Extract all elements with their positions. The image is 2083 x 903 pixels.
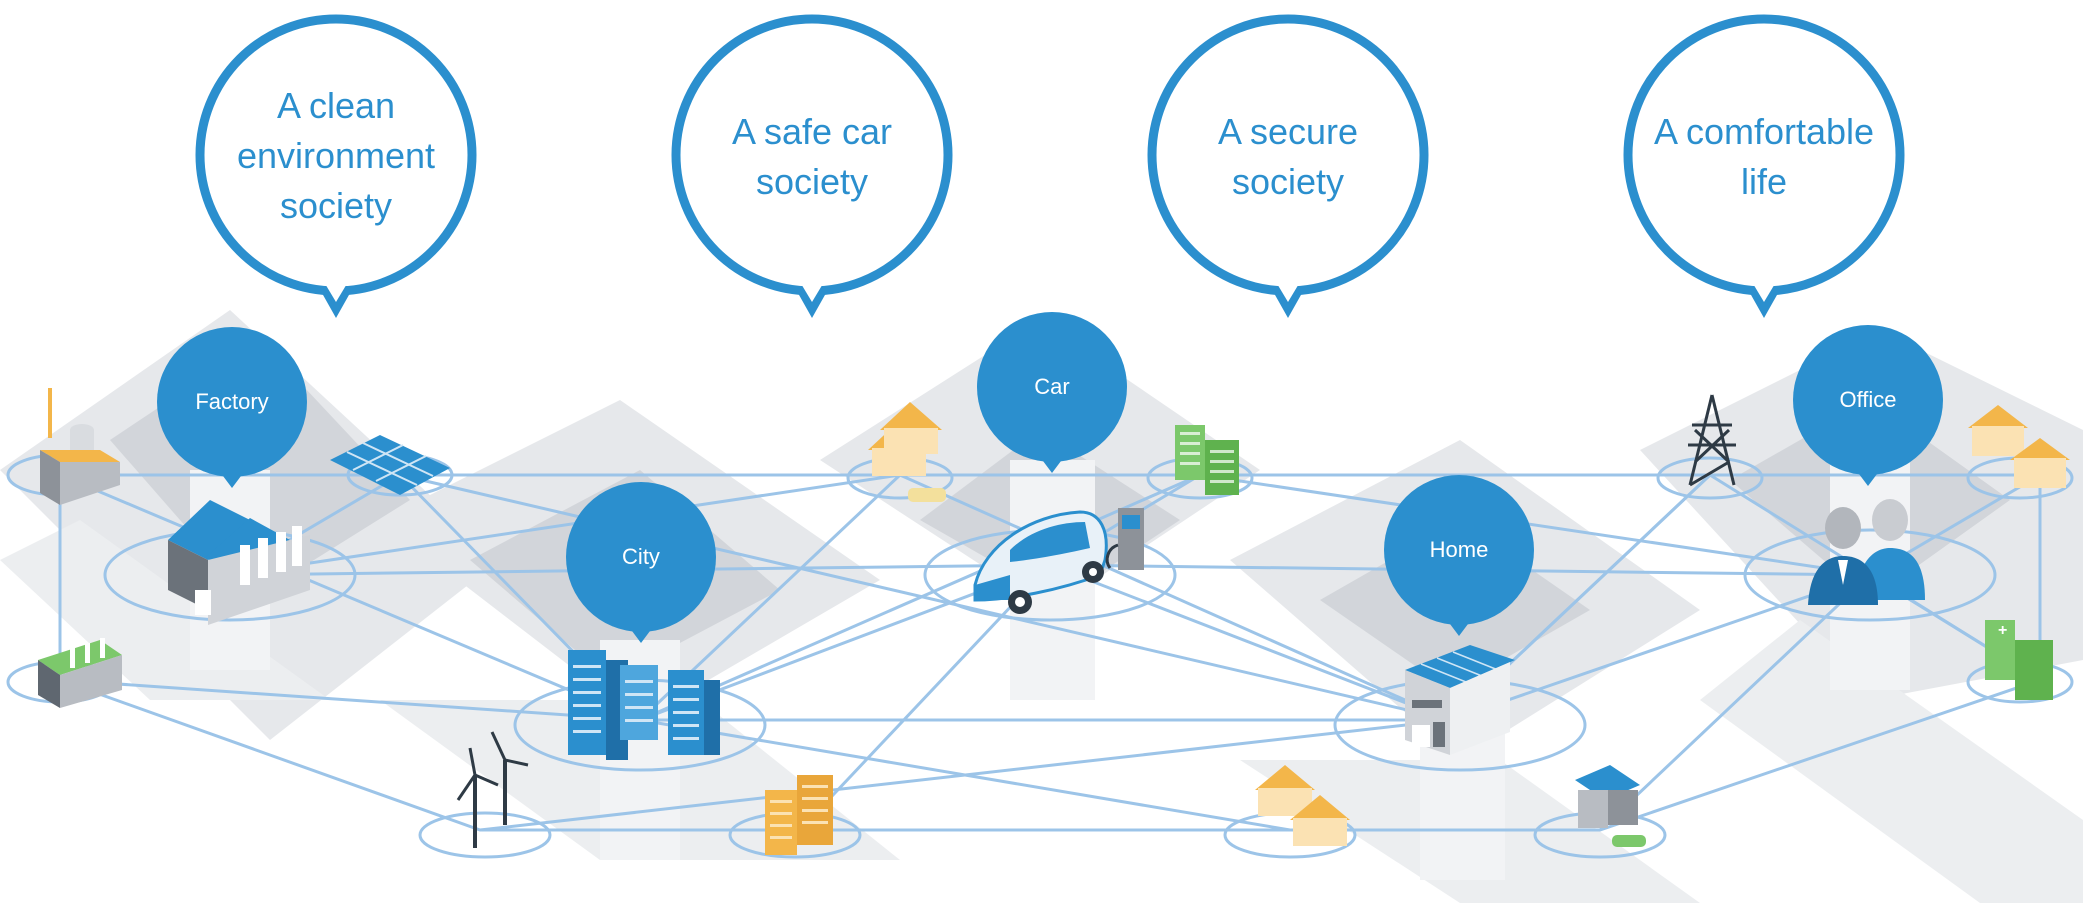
node-label-car: Car <box>1034 374 1069 399</box>
node-factory: Factory <box>157 327 307 488</box>
house-icon <box>868 402 946 502</box>
node-car: Car <box>977 312 1127 473</box>
bubble-safe-car: A safe car society <box>671 14 953 318</box>
node-label-city: City <box>622 544 660 569</box>
bubble-clean-environment: A clean environment society <box>195 14 477 318</box>
solar-panel-icon <box>330 435 450 495</box>
bubble-line: society <box>1232 161 1344 202</box>
office-building-green-icon <box>1175 425 1239 495</box>
smart-house-small-icon <box>1575 765 1646 847</box>
node-office: Office <box>1793 325 1943 486</box>
bubble-line: society <box>756 161 868 202</box>
bubble-line: A secure <box>1218 111 1358 152</box>
factory-building-icon <box>168 500 310 625</box>
node-label-office: Office <box>1839 387 1896 412</box>
bubble-line: environment <box>237 135 435 176</box>
svg-text:+: + <box>1998 622 2007 639</box>
node-home: Home <box>1384 475 1534 636</box>
factory-small-icon <box>40 388 120 505</box>
node-label-home: Home <box>1430 537 1489 562</box>
bubble-line: life <box>1741 161 1787 202</box>
transmission-tower-icon <box>1688 394 1736 487</box>
apartment-orange-icon <box>765 775 833 855</box>
node-label-factory: Factory <box>195 389 268 414</box>
bubble-line: A clean <box>277 85 395 126</box>
hospital-icon: + <box>1985 620 2053 700</box>
node-city: City <box>566 482 716 643</box>
bubble-line: A comfortable <box>1654 111 1874 152</box>
city-buildings-icon <box>568 650 720 760</box>
factory-green-icon <box>38 638 122 708</box>
charging-station-icon <box>1105 508 1144 570</box>
bubble-comfortable-life: A comfortable life <box>1623 14 1905 318</box>
bubble-secure-society: A secure society <box>1147 14 1429 318</box>
wind-turbine-icon <box>456 731 529 848</box>
house-small-icon <box>1968 405 2070 488</box>
electric-car-icon <box>973 510 1108 614</box>
houses-orange-icon <box>1255 765 1350 846</box>
bubble-line: A safe car <box>732 111 892 152</box>
people-icon <box>1808 499 1925 605</box>
bubble-line: society <box>280 185 392 226</box>
smart-house-icon <box>1405 645 1515 755</box>
